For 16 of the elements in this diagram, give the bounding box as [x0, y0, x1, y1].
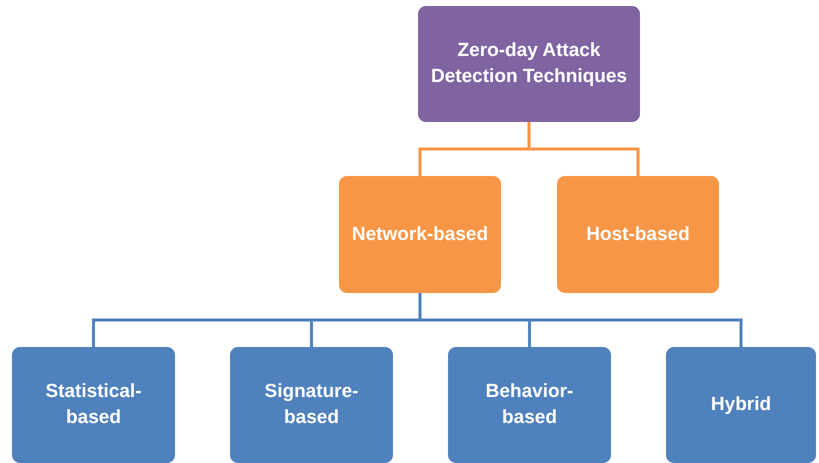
category-box — [230, 347, 393, 463]
node-label: Host-based — [586, 222, 690, 247]
connector-line — [418, 293, 742, 347]
category-box — [666, 347, 816, 463]
node-label: Behavior-based — [484, 380, 574, 430]
root-box — [418, 6, 640, 122]
node-label: Hybrid — [710, 393, 772, 418]
category-box — [12, 347, 175, 463]
category-box — [557, 176, 719, 293]
node-label: Network-based — [352, 222, 488, 247]
node-label: Zero-day Attack Detection Techniques — [430, 39, 628, 89]
node-label: Signature-based — [264, 380, 360, 430]
category-box — [339, 176, 501, 293]
connector-line — [528, 122, 640, 176]
node-label: Statistical-based — [44, 380, 143, 430]
category-box — [448, 347, 611, 463]
